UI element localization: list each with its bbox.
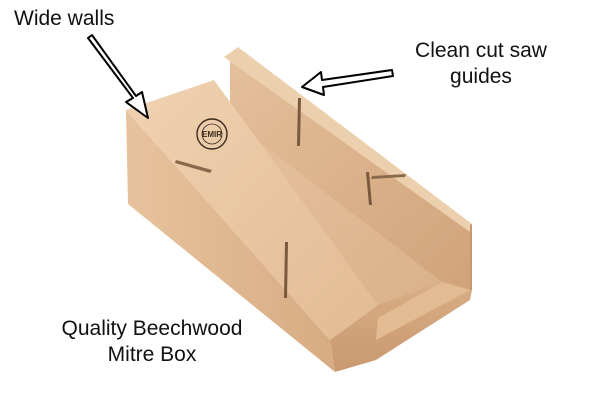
saw-guide-slot-front <box>284 242 288 298</box>
caption: Quality Beechwood Mitre Box <box>34 316 270 368</box>
saw-guides-label: Clean cut saw guides <box>396 38 566 90</box>
wide-walls-label: Wide walls <box>14 7 115 30</box>
brand-stamp: EMIR <box>196 118 228 150</box>
saw-guides-label-line1: Clean cut saw <box>415 39 547 62</box>
saw-guides-label-line2: guides <box>450 65 512 88</box>
saw-guide-slot-diagonal-left <box>175 160 212 173</box>
back-wall-top <box>224 47 472 232</box>
saw-guide-slot-right-wall <box>366 172 372 205</box>
channel-end-step <box>376 282 470 340</box>
brand-stamp-text: EMIR <box>202 130 222 139</box>
saw-guide-slot-diagonal-right <box>371 174 406 179</box>
back-wall-end-face <box>470 224 472 290</box>
saw-guide-slot-back <box>297 98 301 146</box>
back-wall-inner-face <box>230 60 470 290</box>
caption-line2: Mitre Box <box>107 343 197 366</box>
front-wall-top <box>126 80 378 340</box>
arrow-wide-walls <box>87 34 149 119</box>
arrow-saw-guides <box>301 69 394 96</box>
front-wall-outer-face <box>126 110 335 372</box>
caption-line1: Quality Beechwood <box>61 317 243 340</box>
